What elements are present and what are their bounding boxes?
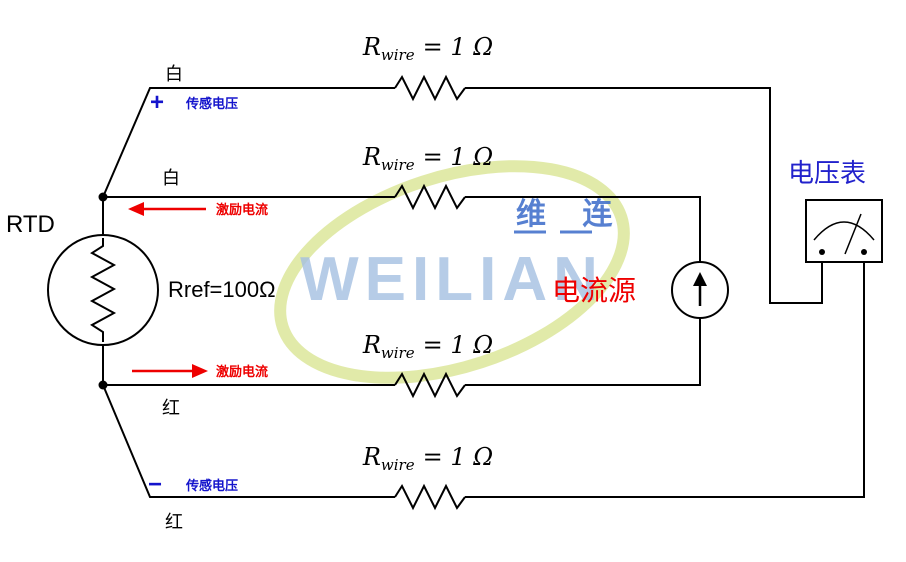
- wire-top-sense: [102, 74, 823, 304]
- excitation-arrow-right: [132, 364, 208, 378]
- wire-lower-current-label: 激励电流: [216, 364, 268, 379]
- excitation-arrow-left: [128, 202, 206, 216]
- current-source-label: 电流源: [552, 275, 636, 306]
- r-subscript: wire: [381, 46, 415, 64]
- wire-top-resistor: [394, 74, 466, 102]
- voltmeter-needle: [844, 213, 862, 255]
- voltmeter-box: [805, 199, 883, 263]
- wire-upper-excitation: [103, 183, 701, 262]
- voltmeter-scale-arc: [813, 221, 875, 241]
- current-source-circle: [671, 261, 729, 319]
- arrow-left-head: [128, 202, 144, 216]
- wire-top-sense-label: 传感电压: [185, 96, 238, 111]
- watermark-swoosh: [274, 160, 630, 384]
- wire-bottom-resistor: [394, 483, 466, 511]
- voltmeter-symbol: [805, 199, 883, 263]
- wire-upper-resistance-label: Rwire = 1 Ω: [362, 143, 493, 174]
- wire-upper-current-label: 激励电流: [216, 202, 268, 217]
- voltmeter-right-terminal: [861, 249, 867, 255]
- wire-bottom-color-label: 红: [165, 512, 183, 532]
- r-value: = 1 Ω: [423, 143, 494, 171]
- r-value: = 1 Ω: [423, 443, 494, 471]
- wire-lower-color-label: 红: [162, 398, 180, 418]
- wire-upper-right-segment: [465, 196, 701, 262]
- r-value: = 1 Ω: [423, 331, 494, 359]
- rtd-circle: [47, 234, 159, 346]
- wire-top-plus-sign: +: [150, 89, 164, 116]
- wire-bottom-resistance-label: Rwire = 1 Ω: [362, 443, 493, 474]
- wire-bottom-sense: [102, 262, 865, 511]
- watermark: WEILIAN 维 连: [274, 160, 630, 384]
- wire-lower-resistor: [394, 371, 466, 399]
- voltmeter-label: 电压表: [788, 158, 866, 188]
- wire-bottom-left-segment: [102, 384, 395, 498]
- rtd-resistor-zigzag: [89, 238, 117, 342]
- watermark-brand-text: WEILIAN: [300, 245, 604, 314]
- wire-upper-color-label: 白: [162, 168, 180, 188]
- wire-lower-right-segment: [465, 318, 701, 386]
- r-subscript: wire: [381, 456, 415, 474]
- r-symbol: R: [362, 33, 381, 61]
- r-value: = 1 Ω: [423, 33, 494, 61]
- current-source-arrow-head: [693, 272, 707, 286]
- wire-lower-excitation: [103, 318, 701, 399]
- arrow-right-head: [192, 364, 208, 378]
- rref-label: Rref=100Ω: [168, 277, 276, 302]
- wire-bottom-right-segment: [465, 262, 865, 498]
- wire-bottom-sense-label: 传感电压: [185, 478, 238, 493]
- r-subscript: wire: [381, 344, 415, 362]
- wire-bottom-minus-sign: −: [148, 471, 162, 498]
- r-symbol: R: [362, 331, 381, 359]
- r-subscript: wire: [381, 156, 415, 174]
- voltmeter-left-terminal: [819, 249, 825, 255]
- watermark-cjk-text: 维 连: [516, 198, 626, 231]
- wire-lower-resistance-label: Rwire = 1 Ω: [362, 331, 493, 362]
- wire-top-right-segment: [465, 87, 823, 304]
- r-symbol: R: [362, 443, 381, 471]
- wire-top-left-segment: [102, 87, 395, 198]
- r-symbol: R: [362, 143, 381, 171]
- current-source-symbol: [671, 261, 729, 319]
- rtd-label: RTD: [6, 211, 55, 238]
- wire-top-resistance-label: Rwire = 1 Ω: [362, 33, 493, 64]
- wire-upper-resistor: [394, 183, 466, 211]
- wire-top-color-label: 白: [165, 64, 183, 84]
- rtd-symbol: [47, 192, 159, 390]
